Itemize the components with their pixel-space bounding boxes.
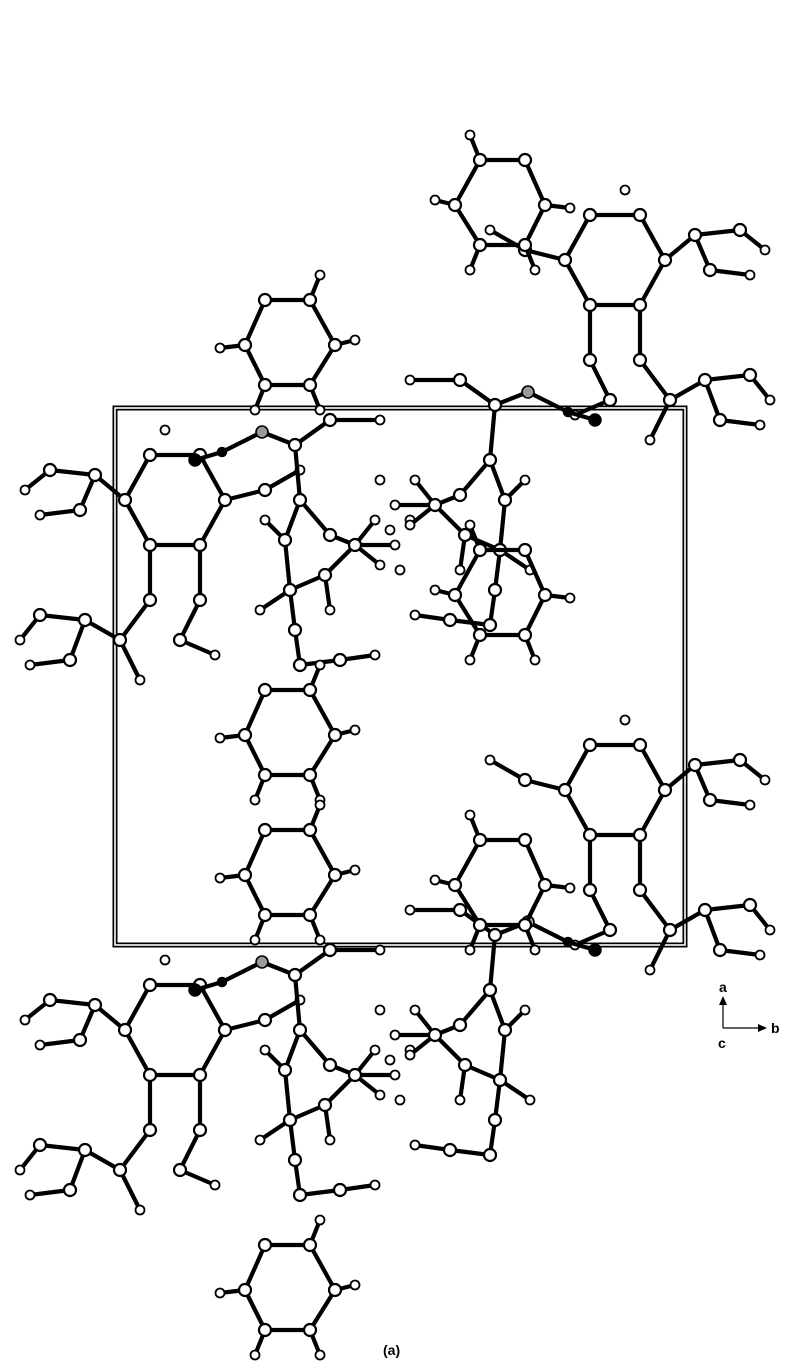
- molecule-right-upper: [376, 131, 775, 632]
- axis-label-a: a: [719, 979, 727, 995]
- axis-label-b: b: [771, 1020, 780, 1036]
- figure-caption: (a): [383, 1342, 400, 1358]
- molecule-left-upper: [16, 271, 415, 805]
- axis-indicator: a b c: [718, 979, 780, 1051]
- molecule-left-lower: [16, 801, 415, 1360]
- axis-label-c: c: [718, 1035, 726, 1051]
- unit-cell-frame: [112, 405, 688, 948]
